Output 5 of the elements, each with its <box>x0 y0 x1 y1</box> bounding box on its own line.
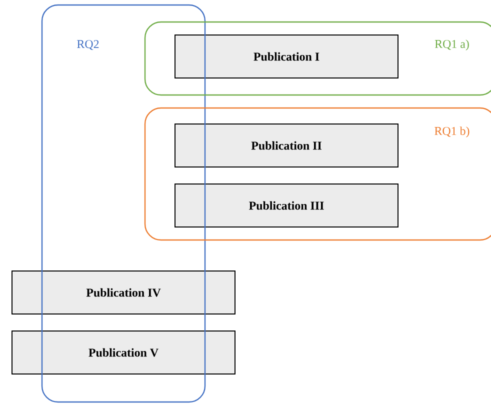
publication-box: Publication V <box>12 330 236 374</box>
publication-box: Publication I <box>174 34 398 78</box>
publication-box: Publication IV <box>12 270 236 314</box>
publication-box: Publication III <box>174 184 398 228</box>
publication-box: Publication II <box>174 124 398 168</box>
